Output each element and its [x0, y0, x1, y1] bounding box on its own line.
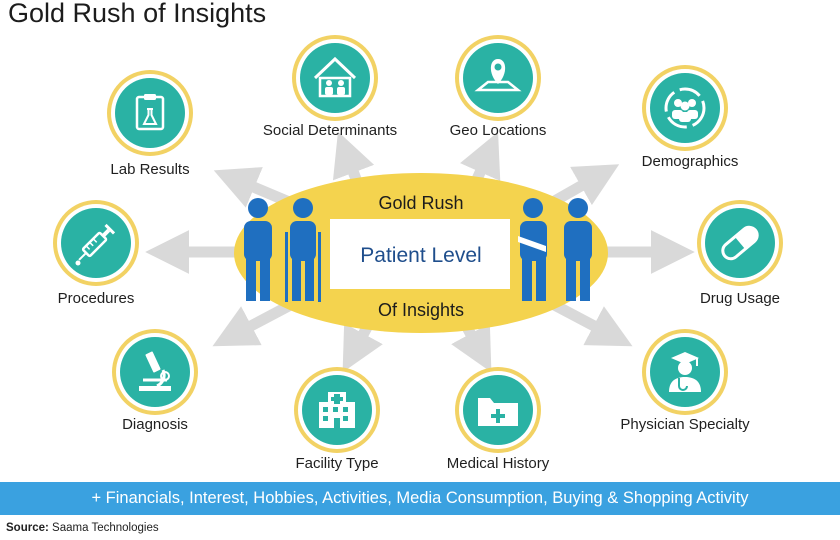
- doctor-icon: [642, 329, 728, 415]
- patient-figure-right-1-sling: [518, 198, 547, 301]
- label-social-determinants: Social Determinants: [262, 122, 398, 139]
- people-circle-icon: [642, 65, 728, 151]
- patient-figure-left-1: [244, 198, 272, 301]
- page-title: Gold Rush of Insights: [8, 0, 267, 28]
- patient-figure-left-2-crutches: [285, 198, 321, 302]
- source-label: Source:: [6, 522, 49, 534]
- label-physician-specialty: Physician Specialty: [620, 416, 750, 433]
- center-box-text: Patient Level: [360, 244, 481, 267]
- medical-folder-icon: [455, 367, 541, 453]
- center-top-text: Gold Rush: [378, 193, 463, 213]
- label-drug-usage: Drug Usage: [699, 290, 781, 307]
- label-medical-history: Medical History: [446, 455, 550, 472]
- microscope-icon: [112, 329, 198, 415]
- additional-insights-banner: + Financials, Interest, Hobbies, Activit…: [0, 482, 840, 515]
- label-geo-locations: Geo Locations: [449, 122, 547, 139]
- label-demographics: Demographics: [641, 153, 739, 170]
- source-text: Saama Technologies: [52, 522, 159, 534]
- center-box: [330, 219, 510, 289]
- center-bottom-text: Of Insights: [378, 300, 464, 320]
- clipboard-flask-icon: [107, 70, 193, 156]
- map-pin-icon: [455, 35, 541, 121]
- capsule-icon: [697, 200, 783, 286]
- patient-figure-right-2: [564, 198, 592, 301]
- source-note: Source: Saama Technologies: [6, 522, 159, 534]
- syringe-icon: [53, 200, 139, 286]
- label-facility-type: Facility Type: [295, 455, 379, 472]
- house-people-icon: [292, 35, 378, 121]
- hospital-building-icon: [294, 367, 380, 453]
- label-diagnosis: Diagnosis: [122, 416, 188, 433]
- label-lab-results: Lab Results: [110, 161, 190, 178]
- label-procedures: Procedures: [57, 290, 135, 307]
